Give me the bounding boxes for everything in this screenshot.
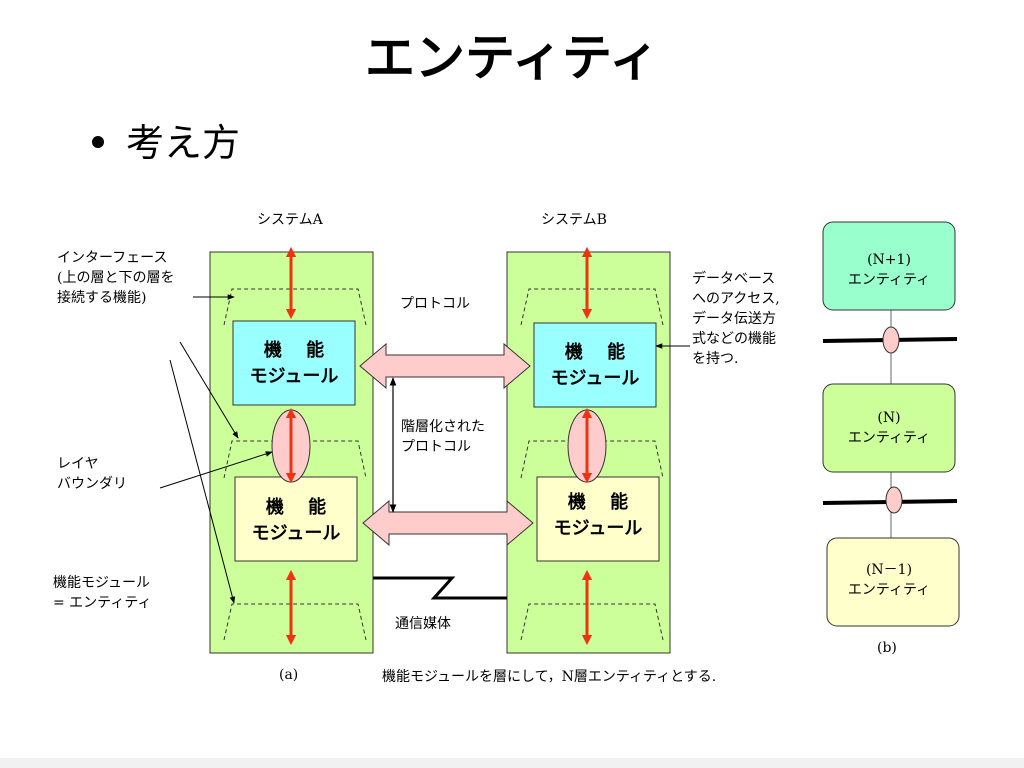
layer-boundary-label-1: レイヤ (57, 456, 99, 472)
module-text-bottom-b-line2: モジュール (554, 518, 643, 539)
module-text-bottom-a-line2: モジュール (252, 523, 341, 544)
module-text-top-b-line2: モジュール (551, 368, 640, 389)
module-text-bottom-b-line1: 機 能 (568, 491, 628, 513)
db-label-2: へのアクセス, (692, 291, 780, 307)
system-a-label: システムA (257, 212, 324, 228)
interface-label-1: インターフェース (57, 250, 167, 266)
db-label-4: 式などの機能 (692, 331, 776, 347)
entity-box-n (822, 383, 956, 473)
entity-box-n-plus-1 (822, 221, 956, 311)
slide-footer-bar (0, 758, 1024, 768)
boundary-ellipse-top (882, 326, 900, 354)
module-entity-label-2: = エンティティ (53, 595, 152, 611)
module-box-top-a (232, 320, 356, 406)
entity-n-label-1: (N) (877, 410, 900, 426)
caption-a: (a) (279, 667, 298, 683)
layer-boundary-label-2: バウンダリ (57, 476, 127, 492)
boundary-ellipse-bottom (885, 486, 903, 514)
page-title: エンティティ (365, 29, 659, 87)
module-text-top-a-line2: モジュール (250, 366, 339, 387)
interface-label-2: (上の層と下の層を (57, 270, 174, 286)
footnote: 機能モジュールを層にして，N層エンティティとする. (382, 669, 716, 685)
medium-label: 通信媒体 (395, 616, 451, 632)
communication-medium-line (373, 576, 507, 600)
system-b-label: システムB (541, 212, 607, 228)
entity-n-minus-1-label-2: エンティティ (848, 582, 930, 598)
hier-protocol-label-2: プロトコル (401, 439, 471, 455)
module-text-top-a-line1: 機 能 (264, 339, 324, 361)
module-box-bottom-a (234, 476, 358, 562)
module-box-top-b (533, 322, 657, 408)
db-label-5: を持つ. (692, 351, 738, 367)
entity-box-n-minus-1 (826, 537, 960, 627)
interface-label-3: 接続する機能) (57, 289, 146, 306)
entity-n-plus-1-label-1: (N+1) (867, 252, 911, 268)
db-label-3: データ伝送方 (692, 310, 776, 327)
protocol-arrow-bottom (362, 499, 534, 547)
layer-pointer-2 (169, 359, 236, 604)
module-text-top-b-line1: 機 能 (565, 341, 625, 363)
protocol-arrow-top (359, 342, 531, 390)
hier-protocol-label-1: 階層化された (401, 419, 485, 435)
protocol-label: プロトコル (400, 296, 470, 312)
entity-n-plus-1-label-2: エンティティ (848, 272, 930, 288)
module-box-bottom-b (536, 476, 660, 562)
caption-b: (b) (877, 640, 897, 656)
layer-pointer-1 (179, 341, 239, 439)
bullet-text: 考え方 (126, 121, 241, 165)
bullet-dot (92, 135, 104, 148)
db-label-1: データベース (692, 270, 775, 287)
entity-n-label-2: エンティティ (848, 430, 930, 446)
bullet-item: 考え方 (92, 112, 240, 167)
module-entity-label-1: 機能モジュール (53, 575, 150, 591)
module-text-bottom-a-line1: 機 能 (266, 496, 326, 518)
entity-n-minus-1-label-1: (N－1) (866, 562, 912, 578)
boundary-pointer (159, 451, 273, 489)
